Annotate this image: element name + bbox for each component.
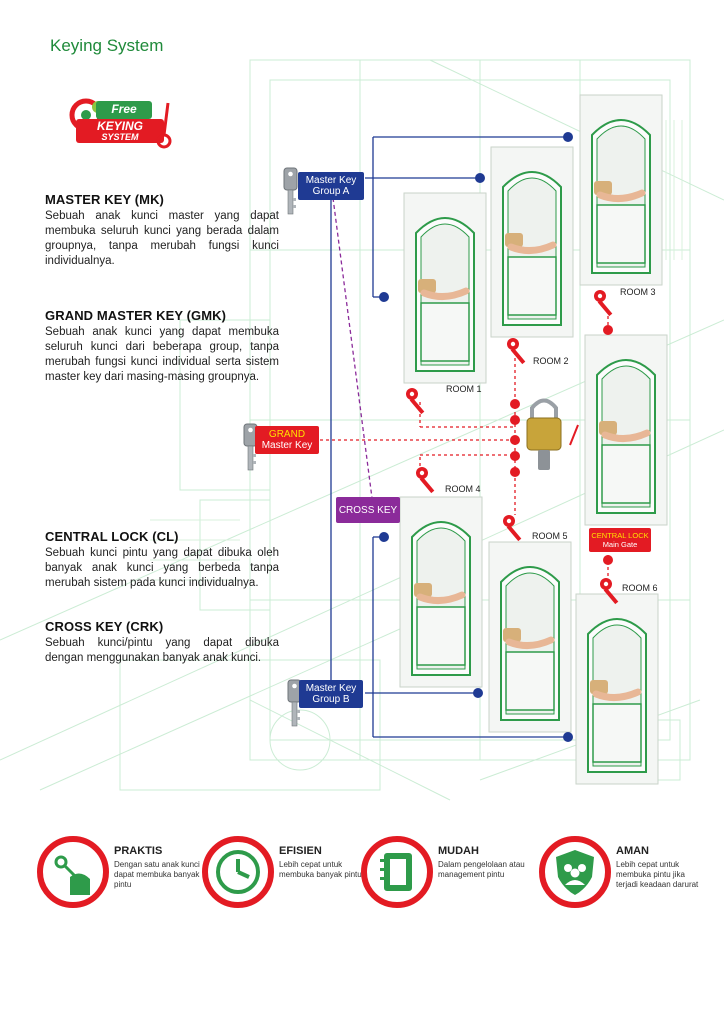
benefit-aman-title: AMAN	[616, 845, 649, 857]
room-1-label: ROOM 1	[446, 384, 482, 394]
benefit-mudah-desc: Dalam pengelolaan atau management pintu	[438, 860, 525, 879]
room-4-label: ROOM 4	[445, 484, 481, 494]
room-5-label: ROOM 5	[532, 531, 568, 541]
logo-keying-text: KEYING	[96, 119, 143, 133]
grand-node-3	[510, 435, 520, 445]
red-key-room-5	[503, 515, 522, 542]
benefit-aman-desc: Lebih cepat untuk membuka pintu jika ter…	[616, 860, 699, 889]
door-room-5[interactable]	[489, 542, 571, 732]
grand-master-lines	[320, 310, 609, 580]
free-keying-system-logo: Free KEYING SYSTEM	[68, 95, 178, 150]
room-6-label: ROOM 6	[622, 583, 658, 593]
central-line2: Main Gate	[602, 540, 638, 549]
silver-key-group-a	[283, 167, 298, 215]
mk-a-line2: Group A	[312, 186, 350, 197]
node-room-5-b	[473, 688, 483, 698]
group-b-lines	[365, 536, 568, 738]
cross-key-tag: CROSS KEY	[336, 497, 400, 523]
room-3-label: ROOM 3	[620, 287, 656, 297]
red-key-room-1	[406, 388, 425, 415]
grand-node-2	[510, 415, 520, 425]
logo-graphic	[69, 98, 172, 149]
def-title-central-lock: CENTRAL LOCK (CL)	[45, 529, 179, 544]
red-key-room-4	[416, 467, 435, 494]
mk-b-line2: Group B	[312, 694, 350, 705]
def-body-master-key: Sebuah anak kunci master yang dapat memb…	[45, 210, 279, 267]
benefit-praktis-title: PRAKTIS	[114, 845, 163, 857]
padlock-icon	[526, 398, 562, 470]
door-main-gate[interactable]	[585, 335, 667, 525]
def-body-cross-key: Sebuah kunci/pintu yang dapat dibuka den…	[45, 637, 279, 664]
door-room-2[interactable]	[491, 147, 573, 337]
clock-icon	[202, 836, 274, 908]
benefit-efisien-title: EFISIEN	[279, 845, 322, 857]
grand-node-5	[510, 467, 520, 477]
node-room-3-a	[563, 132, 573, 142]
grand-line1: GRAND	[268, 429, 306, 440]
def-title-master-key: MASTER KEY (MK)	[45, 192, 164, 207]
grand-line2: Master Key	[261, 440, 313, 451]
red-key-room-3	[594, 290, 613, 317]
node-room-1-a	[379, 292, 389, 302]
key-hand-icon	[37, 836, 109, 908]
group-a-lines	[365, 136, 568, 298]
grand-node-4	[510, 451, 520, 461]
def-title-grand-master-key: GRAND MASTER KEY (GMK)	[45, 308, 227, 323]
node-room-4-b	[379, 532, 389, 542]
def-body-central-lock: Sebuah kunci pintu yang dapat dibuka ole…	[45, 547, 279, 589]
binder-icon	[361, 836, 433, 908]
page-title: Keying System	[50, 36, 164, 55]
door-room-3[interactable]	[580, 95, 662, 285]
red-key-room-2	[507, 338, 526, 365]
benefit-mudah-title: MUDAH	[438, 845, 479, 857]
grand-node-room-6	[603, 555, 613, 565]
logo-system-text: SYSTEM	[101, 132, 139, 142]
slash-mark	[569, 424, 579, 446]
node-room-6-b	[563, 732, 573, 742]
mk-b-line1: Master Key	[305, 683, 357, 694]
cross-key-line	[332, 197, 373, 499]
benefit-efisien-desc: Lebih cepat untuk membuka banyak pintu	[279, 860, 362, 879]
room-2-label: ROOM 2	[533, 356, 569, 366]
door-room-4[interactable]	[400, 497, 482, 687]
grand-node-1	[510, 399, 520, 409]
node-room-2-a	[475, 173, 485, 183]
cross-key-label: CROSS KEY	[338, 504, 398, 516]
def-body-grand-master-key: Sebuah anak kunci yang dapat membuka sel…	[45, 326, 279, 383]
central-line1: CENTRAL LOCK	[591, 531, 649, 540]
door-room-1[interactable]	[404, 193, 486, 383]
grand-node-room-3	[603, 325, 613, 335]
logo-free-text: Free	[111, 102, 137, 116]
def-title-cross-key: CROSS KEY (CRK)	[45, 619, 164, 634]
shield-people-icon	[539, 836, 611, 908]
mk-a-line1: Master Key	[305, 175, 357, 186]
door-room-6[interactable]	[576, 594, 658, 784]
benefit-praktis-desc: Dengan satu anak kunci dapat membuka ban…	[114, 860, 200, 889]
